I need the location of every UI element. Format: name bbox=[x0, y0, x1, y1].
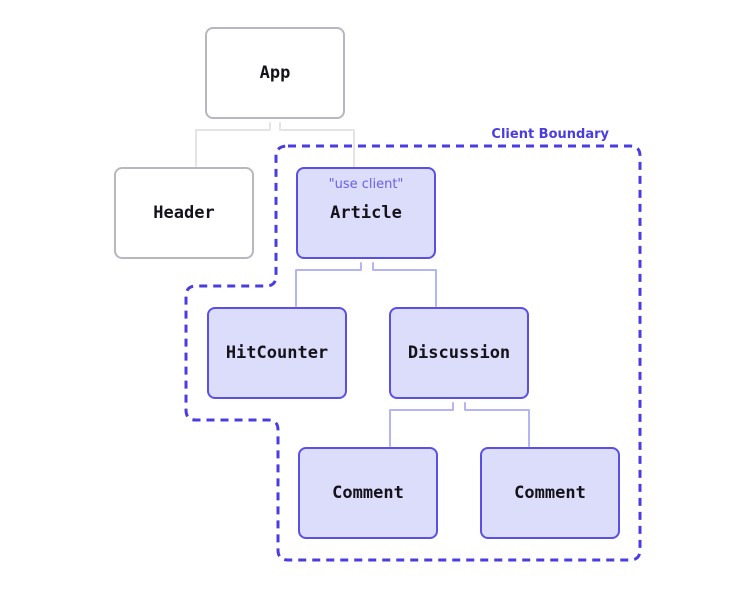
edge-article-hitcounter bbox=[295, 262, 362, 307]
node-article-box bbox=[296, 167, 436, 259]
node-comment-2-box bbox=[480, 447, 620, 539]
node-comment-1: Comment bbox=[298, 447, 438, 539]
node-comment-1-box bbox=[298, 447, 438, 539]
node-discussion-box bbox=[389, 307, 529, 399]
node-header-box bbox=[114, 167, 254, 259]
node-comment-1-label: Comment bbox=[332, 483, 404, 503]
node-app-box bbox=[205, 27, 345, 119]
client-boundary-label: Client Boundary bbox=[491, 127, 609, 142]
node-app: App bbox=[205, 27, 345, 119]
node-hitcounter-box bbox=[207, 307, 347, 399]
use-client-directive: "use client" bbox=[329, 177, 404, 192]
node-comment-2: Comment bbox=[480, 447, 620, 539]
node-hitcounter: HitCounter bbox=[207, 307, 347, 399]
node-article: "use client" Article bbox=[296, 167, 436, 259]
node-header-label: Header bbox=[153, 203, 214, 223]
node-header: Header bbox=[114, 167, 254, 259]
node-discussion: Discussion bbox=[389, 307, 529, 399]
node-comment-2-label: Comment bbox=[514, 483, 586, 503]
edge-app-header bbox=[195, 122, 271, 167]
edge-app-article bbox=[279, 122, 355, 167]
node-hitcounter-label: HitCounter bbox=[226, 343, 328, 363]
node-app-label: App bbox=[260, 63, 291, 83]
node-discussion-label: Discussion bbox=[408, 343, 510, 363]
node-article-label: Article bbox=[330, 203, 402, 223]
edge-article-discussion bbox=[372, 262, 437, 307]
edge-discussion-comment-2 bbox=[464, 402, 530, 447]
connectors bbox=[195, 122, 530, 447]
edge-discussion-comment-1 bbox=[389, 402, 454, 447]
client-boundary bbox=[184, 144, 642, 562]
